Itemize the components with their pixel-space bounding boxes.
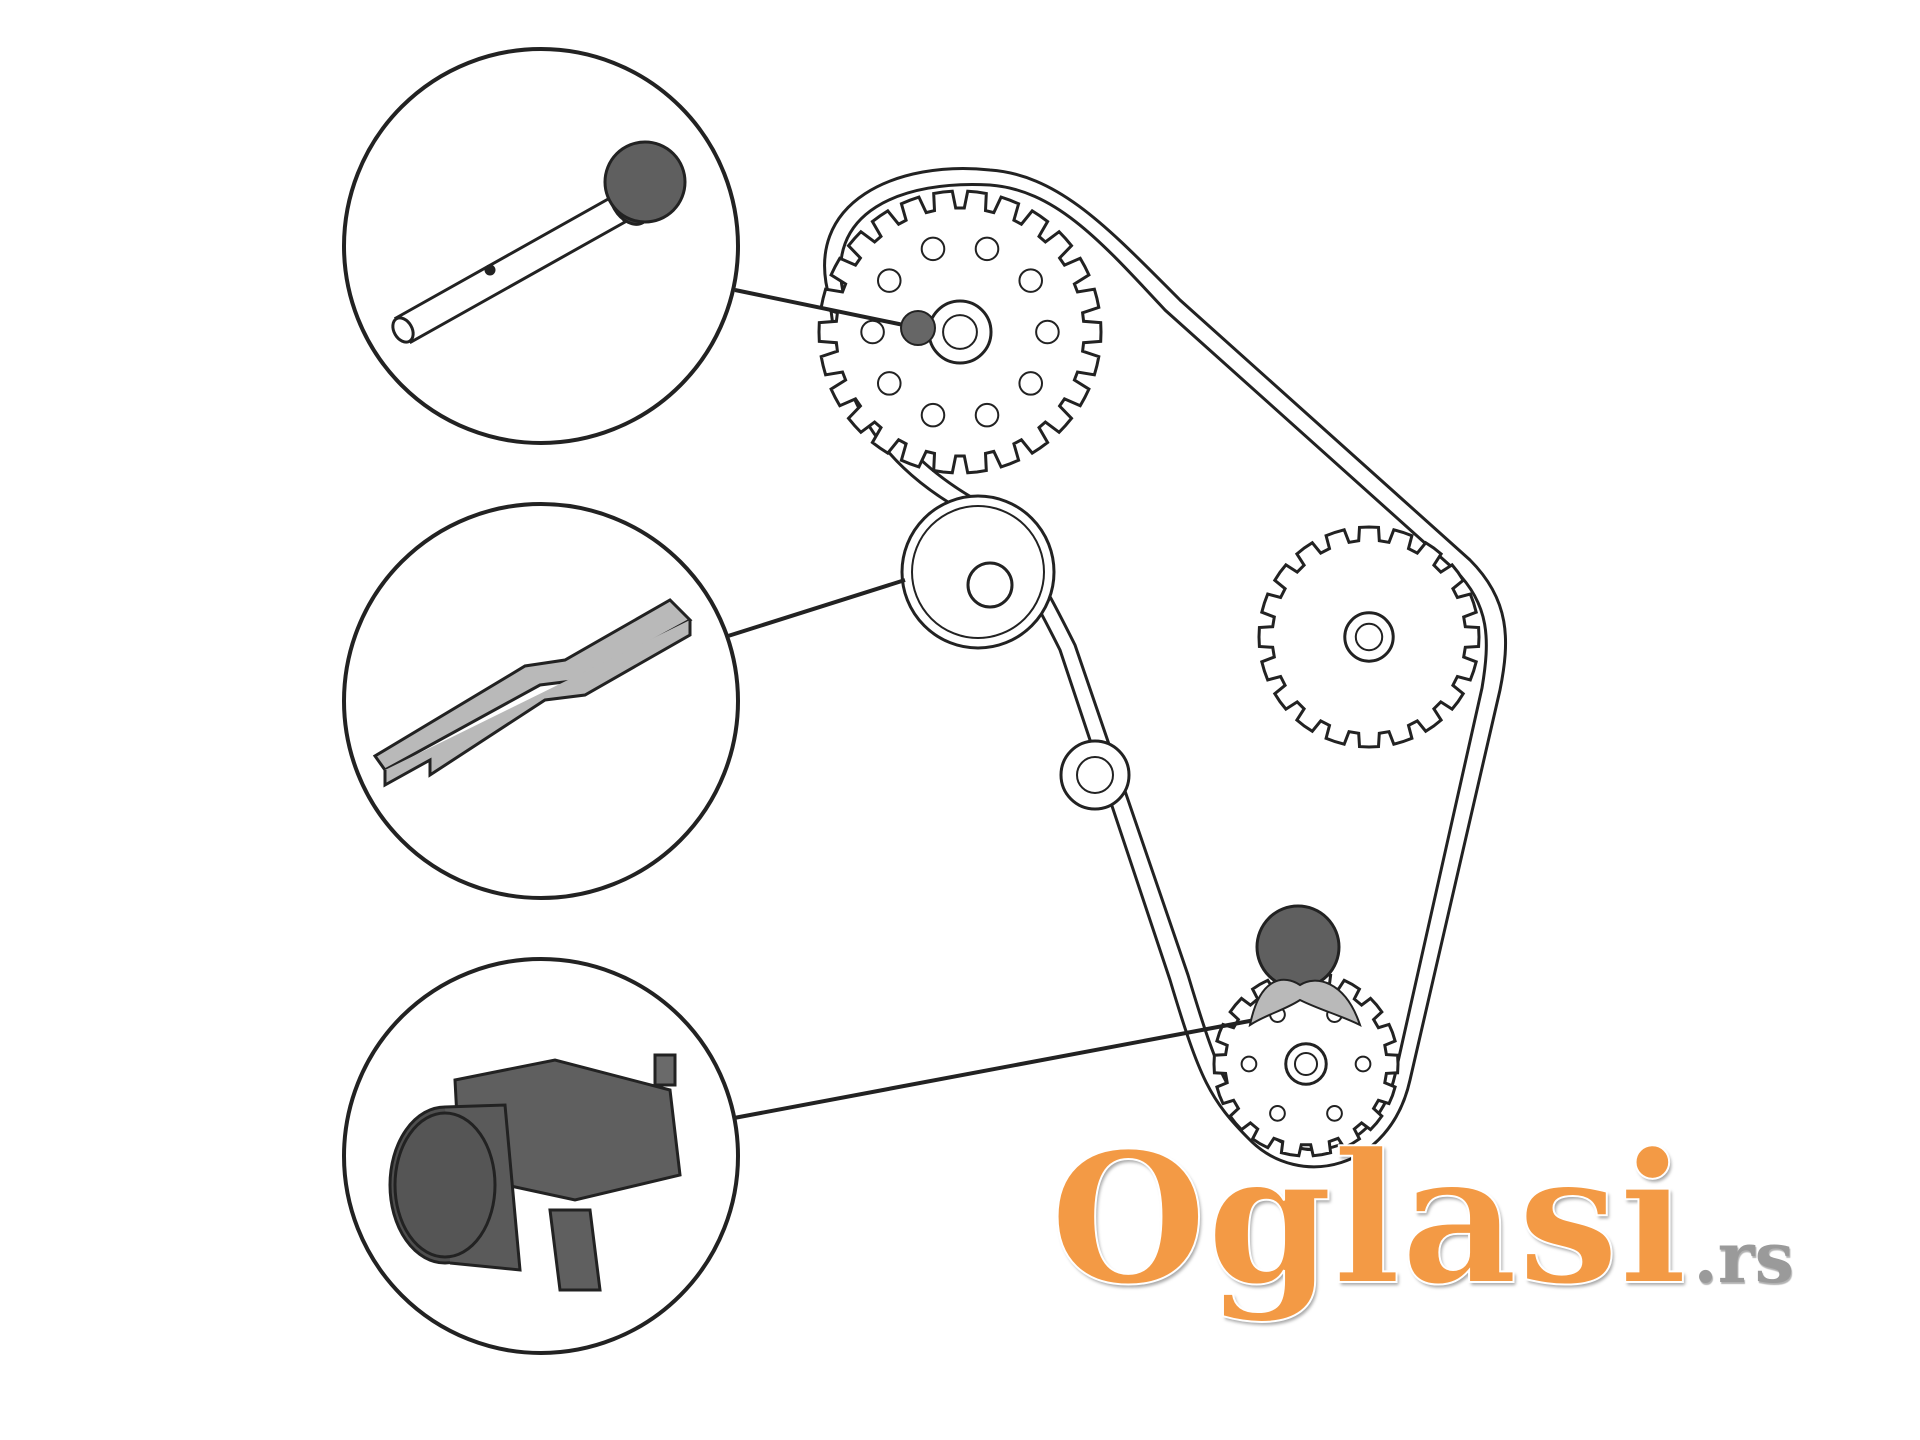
- camshaft-gear-hole: [920, 236, 946, 262]
- callout-line-wrench: [727, 578, 906, 638]
- camshaft-gear-hole: [1018, 268, 1044, 293]
- crankshaft-gear-hole: [1269, 1105, 1286, 1122]
- callout-line-locking-tool: [733, 1018, 1256, 1120]
- locking-pin-installed: [900, 310, 936, 346]
- camshaft-gear-hole: [860, 319, 885, 345]
- crankshaft-lock-installed: [1255, 904, 1341, 990]
- tensioner-bolt: [966, 561, 1014, 609]
- crankshaft-gear-hole: [1326, 1105, 1343, 1122]
- crankshaft-gear-hole: [1354, 1055, 1372, 1073]
- crankshaft-gear-hole: [1240, 1055, 1258, 1073]
- watermark-tld: .rs: [1693, 1216, 1795, 1299]
- camshaft-gear-hole: [1035, 319, 1060, 345]
- crankshaft-lock-claws: [1248, 978, 1362, 1028]
- camshaft-gear-hole: [974, 402, 1000, 428]
- tensioner-pulley-rim: [911, 505, 1045, 639]
- camshaft-gear-hole: [876, 268, 902, 293]
- tensioner-wrench-tool: [372, 598, 693, 788]
- camshaft-gear-hole: [876, 371, 902, 396]
- camshaft-gear-hole: [974, 236, 1000, 262]
- intermediate-gear-bolt: [1354, 622, 1384, 652]
- crankshaft-gear-bolt: [1293, 1051, 1319, 1077]
- crankshaft-lock-tool: [388, 1053, 682, 1292]
- camshaft-gear-hole: [920, 402, 946, 428]
- watermark-brand: Oglasi: [1049, 1114, 1688, 1325]
- camshaft-gear-bolt: [942, 314, 978, 350]
- callout-line-pin: [734, 288, 919, 330]
- watermark: Oglasi .rs: [1049, 1114, 1795, 1325]
- camshaft-gear-hole: [1018, 371, 1044, 396]
- idler-pulley-hub: [1076, 756, 1114, 794]
- locking-pin-tool: [391, 140, 687, 345]
